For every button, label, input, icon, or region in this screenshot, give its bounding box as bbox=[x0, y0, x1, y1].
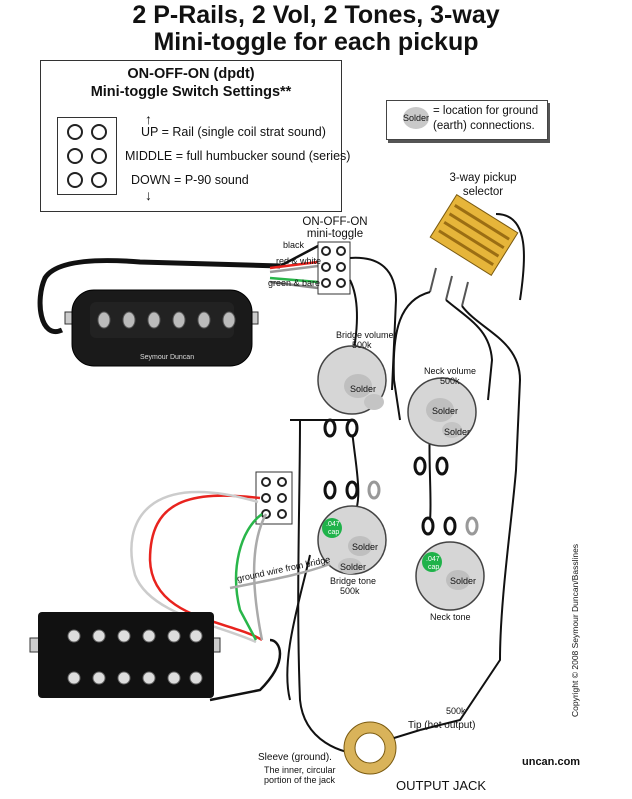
arrow-down-icon: ↓ bbox=[145, 187, 152, 203]
mini-toggle-diagram bbox=[57, 117, 117, 195]
bridge-tone-label: Bridge tone bbox=[330, 576, 377, 586]
solder-point: Solder bbox=[450, 576, 477, 586]
cap-label: cap bbox=[328, 529, 340, 536]
neck-mini-toggle bbox=[317, 241, 351, 295]
setting-down: DOWN = P-90 sound bbox=[131, 173, 249, 187]
lug-hole-icon bbox=[67, 172, 83, 188]
cap-value: .047 bbox=[426, 556, 440, 563]
neck-pickup-leads bbox=[269, 244, 319, 290]
wire-label-red-white: red & white bbox=[276, 256, 322, 266]
legend-text-1: = location for ground bbox=[433, 105, 539, 117]
sleeve-note-2: portion of the jack bbox=[264, 775, 336, 785]
wire-label-green-bare: green & bare bbox=[268, 278, 321, 288]
solder-point: Solder bbox=[444, 427, 471, 437]
neck-volume-pot bbox=[407, 377, 477, 476]
toggle-label-2: mini-toggle bbox=[306, 228, 364, 240]
neck-volume-label: Neck volume bbox=[424, 366, 477, 376]
bridge-tone-value: 500k bbox=[340, 586, 360, 596]
neck-tone-label: Neck tone bbox=[430, 612, 471, 622]
page-title: 2 P-Rails, 2 Vol, 2 Tones, 3-way bbox=[132, 1, 500, 29]
solder-point: Solder bbox=[432, 406, 459, 416]
neck-pickup bbox=[37, 258, 281, 367]
setting-up: UP = Rail (single coil strat sound) bbox=[141, 125, 326, 139]
signal-wires bbox=[286, 213, 526, 756]
bridge-volume-label: Bridge volume bbox=[336, 330, 394, 340]
bridge-volume-value: 500k bbox=[352, 340, 372, 350]
solder-blob-icon bbox=[403, 107, 429, 129]
solder-point: Solder bbox=[352, 542, 379, 552]
lug-hole-icon bbox=[91, 172, 107, 188]
tip-label: Tip (hot output) bbox=[408, 720, 476, 731]
lug-hole-icon bbox=[91, 124, 107, 140]
cap-label: cap bbox=[428, 564, 440, 571]
three-way-selector bbox=[429, 194, 519, 307]
selector-label-2: selector bbox=[462, 186, 504, 198]
toggle-label-1: ON-OFF-ON bbox=[302, 216, 368, 228]
switch-settings-box: ON-OFF-ON (dpdt) Mini-toggle Switch Sett… bbox=[40, 60, 350, 212]
neck-volume-value: 500k bbox=[440, 376, 460, 386]
lug-hole-icon bbox=[67, 124, 83, 140]
output-jack-label: OUTPUT JACK bbox=[396, 778, 487, 793]
legend-solder-label: Solder bbox=[403, 113, 430, 123]
sleeve-label: Sleeve (ground). bbox=[258, 752, 332, 763]
legend-text-2: (earth) connections. bbox=[433, 120, 535, 132]
solder-point: Solder bbox=[340, 562, 367, 572]
wire-label-black: black bbox=[283, 240, 305, 250]
cap-value: .047 bbox=[326, 521, 340, 528]
setting-middle: MIDDLE = full humbucker sound (series) bbox=[125, 149, 351, 163]
site-label: uncan.com bbox=[522, 756, 581, 768]
settings-heading-1: ON-OFF-ON (dpdt) bbox=[127, 66, 255, 82]
selector-label-1: 3-way pickup bbox=[449, 172, 517, 184]
resistor-label: 500k bbox=[446, 706, 466, 716]
page-subtitle: Mini-toggle for each pickup bbox=[153, 28, 479, 56]
settings-heading-2: Mini-toggle Switch Settings** bbox=[90, 84, 292, 100]
lug-hole-icon bbox=[91, 148, 107, 164]
ground-legend: Solder = location for ground (earth) con… bbox=[386, 100, 548, 140]
lug-hole-icon bbox=[67, 148, 83, 164]
solder-point: Solder bbox=[350, 384, 377, 394]
pickup-brand-label: Seymour Duncan bbox=[140, 354, 195, 361]
arrow-up-icon: ↑ bbox=[145, 111, 152, 127]
bridge-tone-pot bbox=[317, 480, 387, 575]
bridge-volume-pot bbox=[317, 345, 387, 438]
output-jack bbox=[343, 721, 421, 775]
neck-tone-pot bbox=[415, 516, 485, 611]
copyright-label: Copyright © 2008 Seymour Duncan/Bassline… bbox=[570, 543, 580, 717]
sleeve-note-1: The inner, circular bbox=[264, 765, 336, 775]
bridge-mini-toggle bbox=[255, 471, 293, 525]
bridge-pickup bbox=[29, 612, 221, 698]
